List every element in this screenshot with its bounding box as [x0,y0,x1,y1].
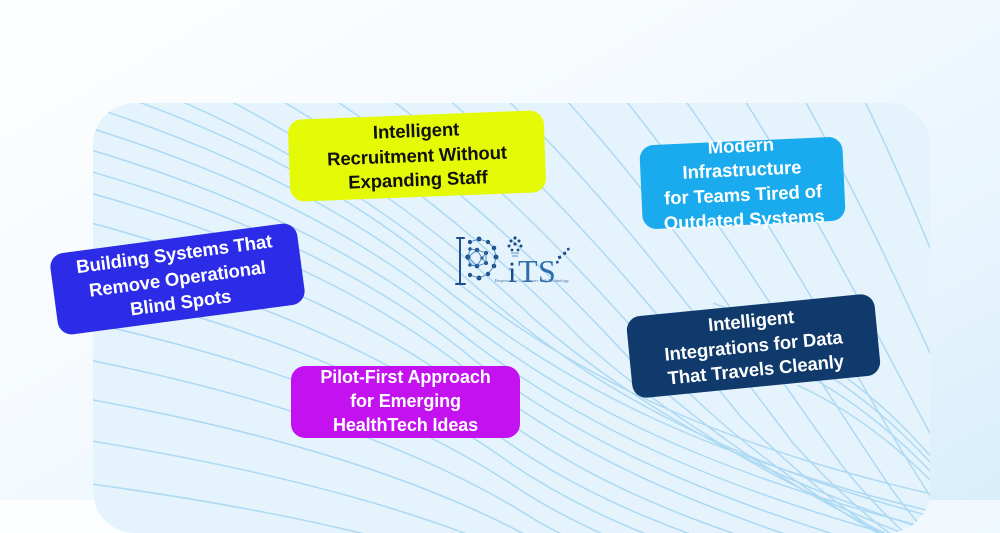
pill-pilot-first-approach: Pilot-First Approach for Emerging Health… [291,366,520,438]
svg-text:S: S [538,253,556,289]
logo-tagline: Empowering Consumers with Technology [494,278,570,283]
logo-mark: i T S [455,236,570,289]
pill-intelligent-recruitment: Intelligent Recruitment Without Expandin… [287,110,547,202]
svg-text:i: i [508,256,516,289]
bits-logo: i T S Empowering Consumers with Technolo… [446,226,574,298]
pill-modern-infrastructure: Modern Infrastructure for Teams Tired of… [639,133,846,233]
svg-text:T: T [518,253,538,289]
